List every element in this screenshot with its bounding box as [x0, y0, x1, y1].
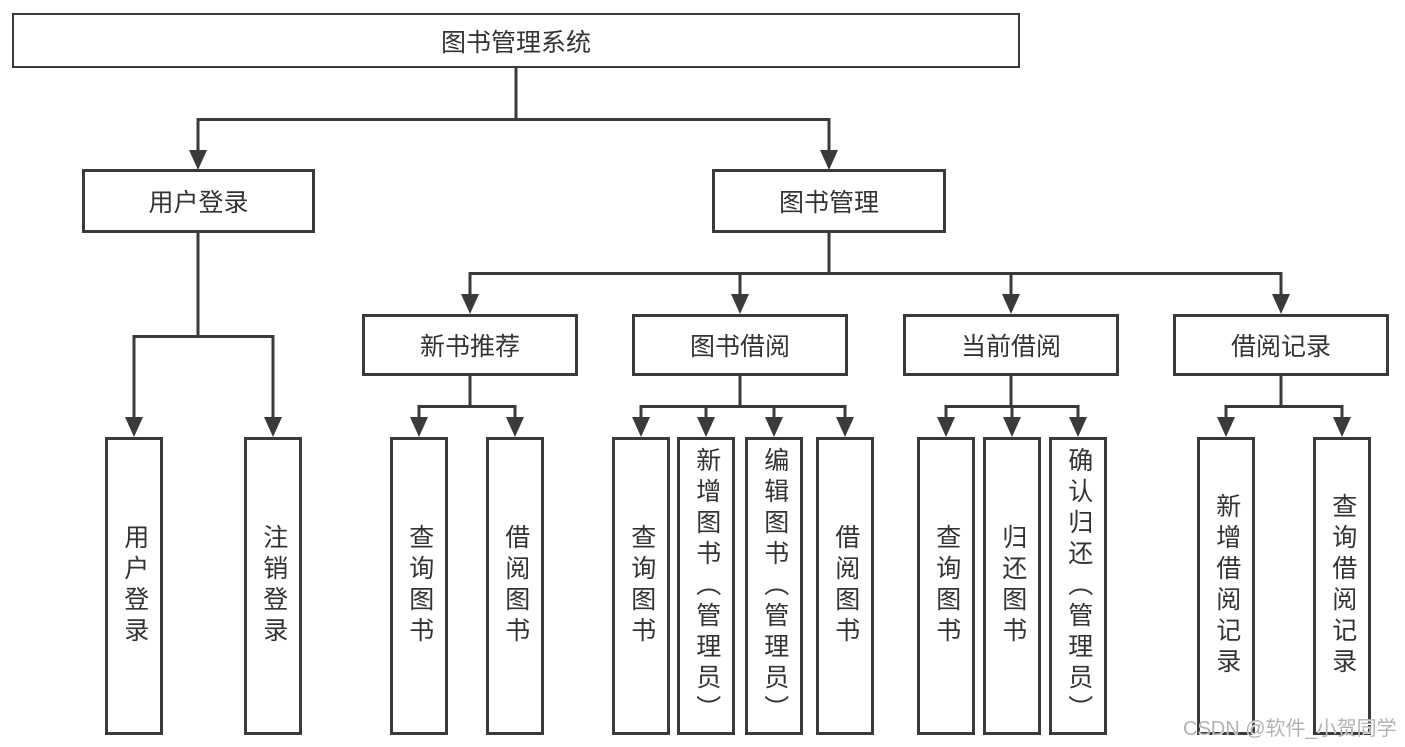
- leaf-query-books-current: 查询图书: [917, 437, 975, 735]
- leaf-add-books-admin: 新增图书（管理员）: [677, 437, 735, 735]
- leaf-label: 查询图书: [405, 524, 434, 648]
- connector-book-management-children: [468, 233, 1283, 295]
- connector-user-login-children: [132, 233, 275, 418]
- leaf-borrow-books: 借阅图书: [816, 437, 874, 735]
- node-label: 图书借阅: [689, 333, 790, 361]
- node-book-borrow: 图书借阅: [632, 314, 848, 376]
- node-label: 新书推荐: [419, 333, 520, 361]
- leaf-label: 查询借阅记录: [1328, 493, 1357, 679]
- arrow-down-icon: [264, 417, 282, 437]
- node-current-borrow: 当前借阅: [903, 314, 1119, 376]
- leaf-label: 查询图书: [932, 524, 961, 648]
- arrow-down-icon: [461, 294, 479, 314]
- leaf-label: 借阅图书: [831, 524, 860, 648]
- connector-book-borrow-children: [639, 376, 847, 418]
- arrow-down-icon: [731, 294, 749, 314]
- arrow-down-icon: [697, 417, 715, 437]
- arrow-down-icon: [836, 417, 854, 437]
- leaf-logout: 注销登录: [244, 437, 302, 735]
- watermark: CSDN @软件_小贺同学: [1183, 718, 1397, 740]
- arrow-down-icon: [1217, 417, 1235, 437]
- leaf-borrow-books-recommend: 借阅图书: [486, 437, 544, 735]
- node-label: 当前借阅: [960, 333, 1061, 361]
- node-root: 图书管理系统: [12, 13, 1020, 68]
- arrow-down-icon: [410, 417, 428, 437]
- leaf-label: 借阅图书: [501, 524, 530, 648]
- leaf-add-borrow-record: 新增借阅记录: [1197, 437, 1255, 735]
- arrow-down-icon: [820, 150, 838, 170]
- arrow-down-icon: [937, 417, 955, 437]
- leaf-label: 编辑图书（管理员）: [760, 446, 789, 726]
- node-book-management: 图书管理: [712, 169, 946, 233]
- leaf-label: 新增图书（管理员）: [692, 446, 721, 726]
- node-label: 借阅记录: [1230, 333, 1331, 361]
- connector-root-to-level2: [196, 68, 831, 151]
- leaf-label: 归还图书: [998, 524, 1027, 648]
- arrow-down-icon: [125, 417, 143, 437]
- arrow-down-icon: [1003, 417, 1021, 437]
- node-label: 用户登录: [148, 189, 249, 217]
- connector-borrow-records-children: [1224, 376, 1344, 418]
- node-new-book-recommend: 新书推荐: [362, 314, 578, 376]
- leaf-edit-books-admin: 编辑图书（管理员）: [745, 437, 803, 735]
- node-label: 图书管理: [778, 189, 879, 217]
- leaf-label: 确认归还（管理员）: [1064, 446, 1093, 726]
- leaf-return-books: 归还图书: [983, 437, 1041, 735]
- leaf-label: 新增借阅记录: [1212, 493, 1241, 679]
- leaf-query-books-recommend: 查询图书: [390, 437, 448, 735]
- arrow-down-icon: [189, 150, 207, 170]
- node-borrow-records: 借阅记录: [1173, 314, 1389, 376]
- leaf-label: 查询图书: [627, 524, 656, 648]
- node-root-label: 图书管理系统: [440, 28, 591, 57]
- arrow-down-icon: [765, 417, 783, 437]
- node-user-login: 用户登录: [82, 169, 315, 233]
- leaf-label: 注销登录: [259, 524, 288, 648]
- arrow-down-icon: [1002, 294, 1020, 314]
- arrow-down-icon: [632, 417, 650, 437]
- arrow-down-icon: [1272, 294, 1290, 314]
- leaf-user-login: 用户登录: [105, 437, 163, 735]
- connector-current-borrow-children: [944, 376, 1080, 418]
- leaf-confirm-return-admin: 确认归还（管理员）: [1049, 437, 1107, 735]
- leaf-query-books-borrow: 查询图书: [612, 437, 670, 735]
- arrow-down-icon: [1333, 417, 1351, 437]
- connector-new-book-recommend-children: [417, 376, 517, 418]
- leaf-label: 用户登录: [120, 524, 149, 648]
- arrow-down-icon: [506, 417, 524, 437]
- leaf-query-borrow-record: 查询借阅记录: [1313, 437, 1371, 735]
- arrow-down-icon: [1069, 417, 1087, 437]
